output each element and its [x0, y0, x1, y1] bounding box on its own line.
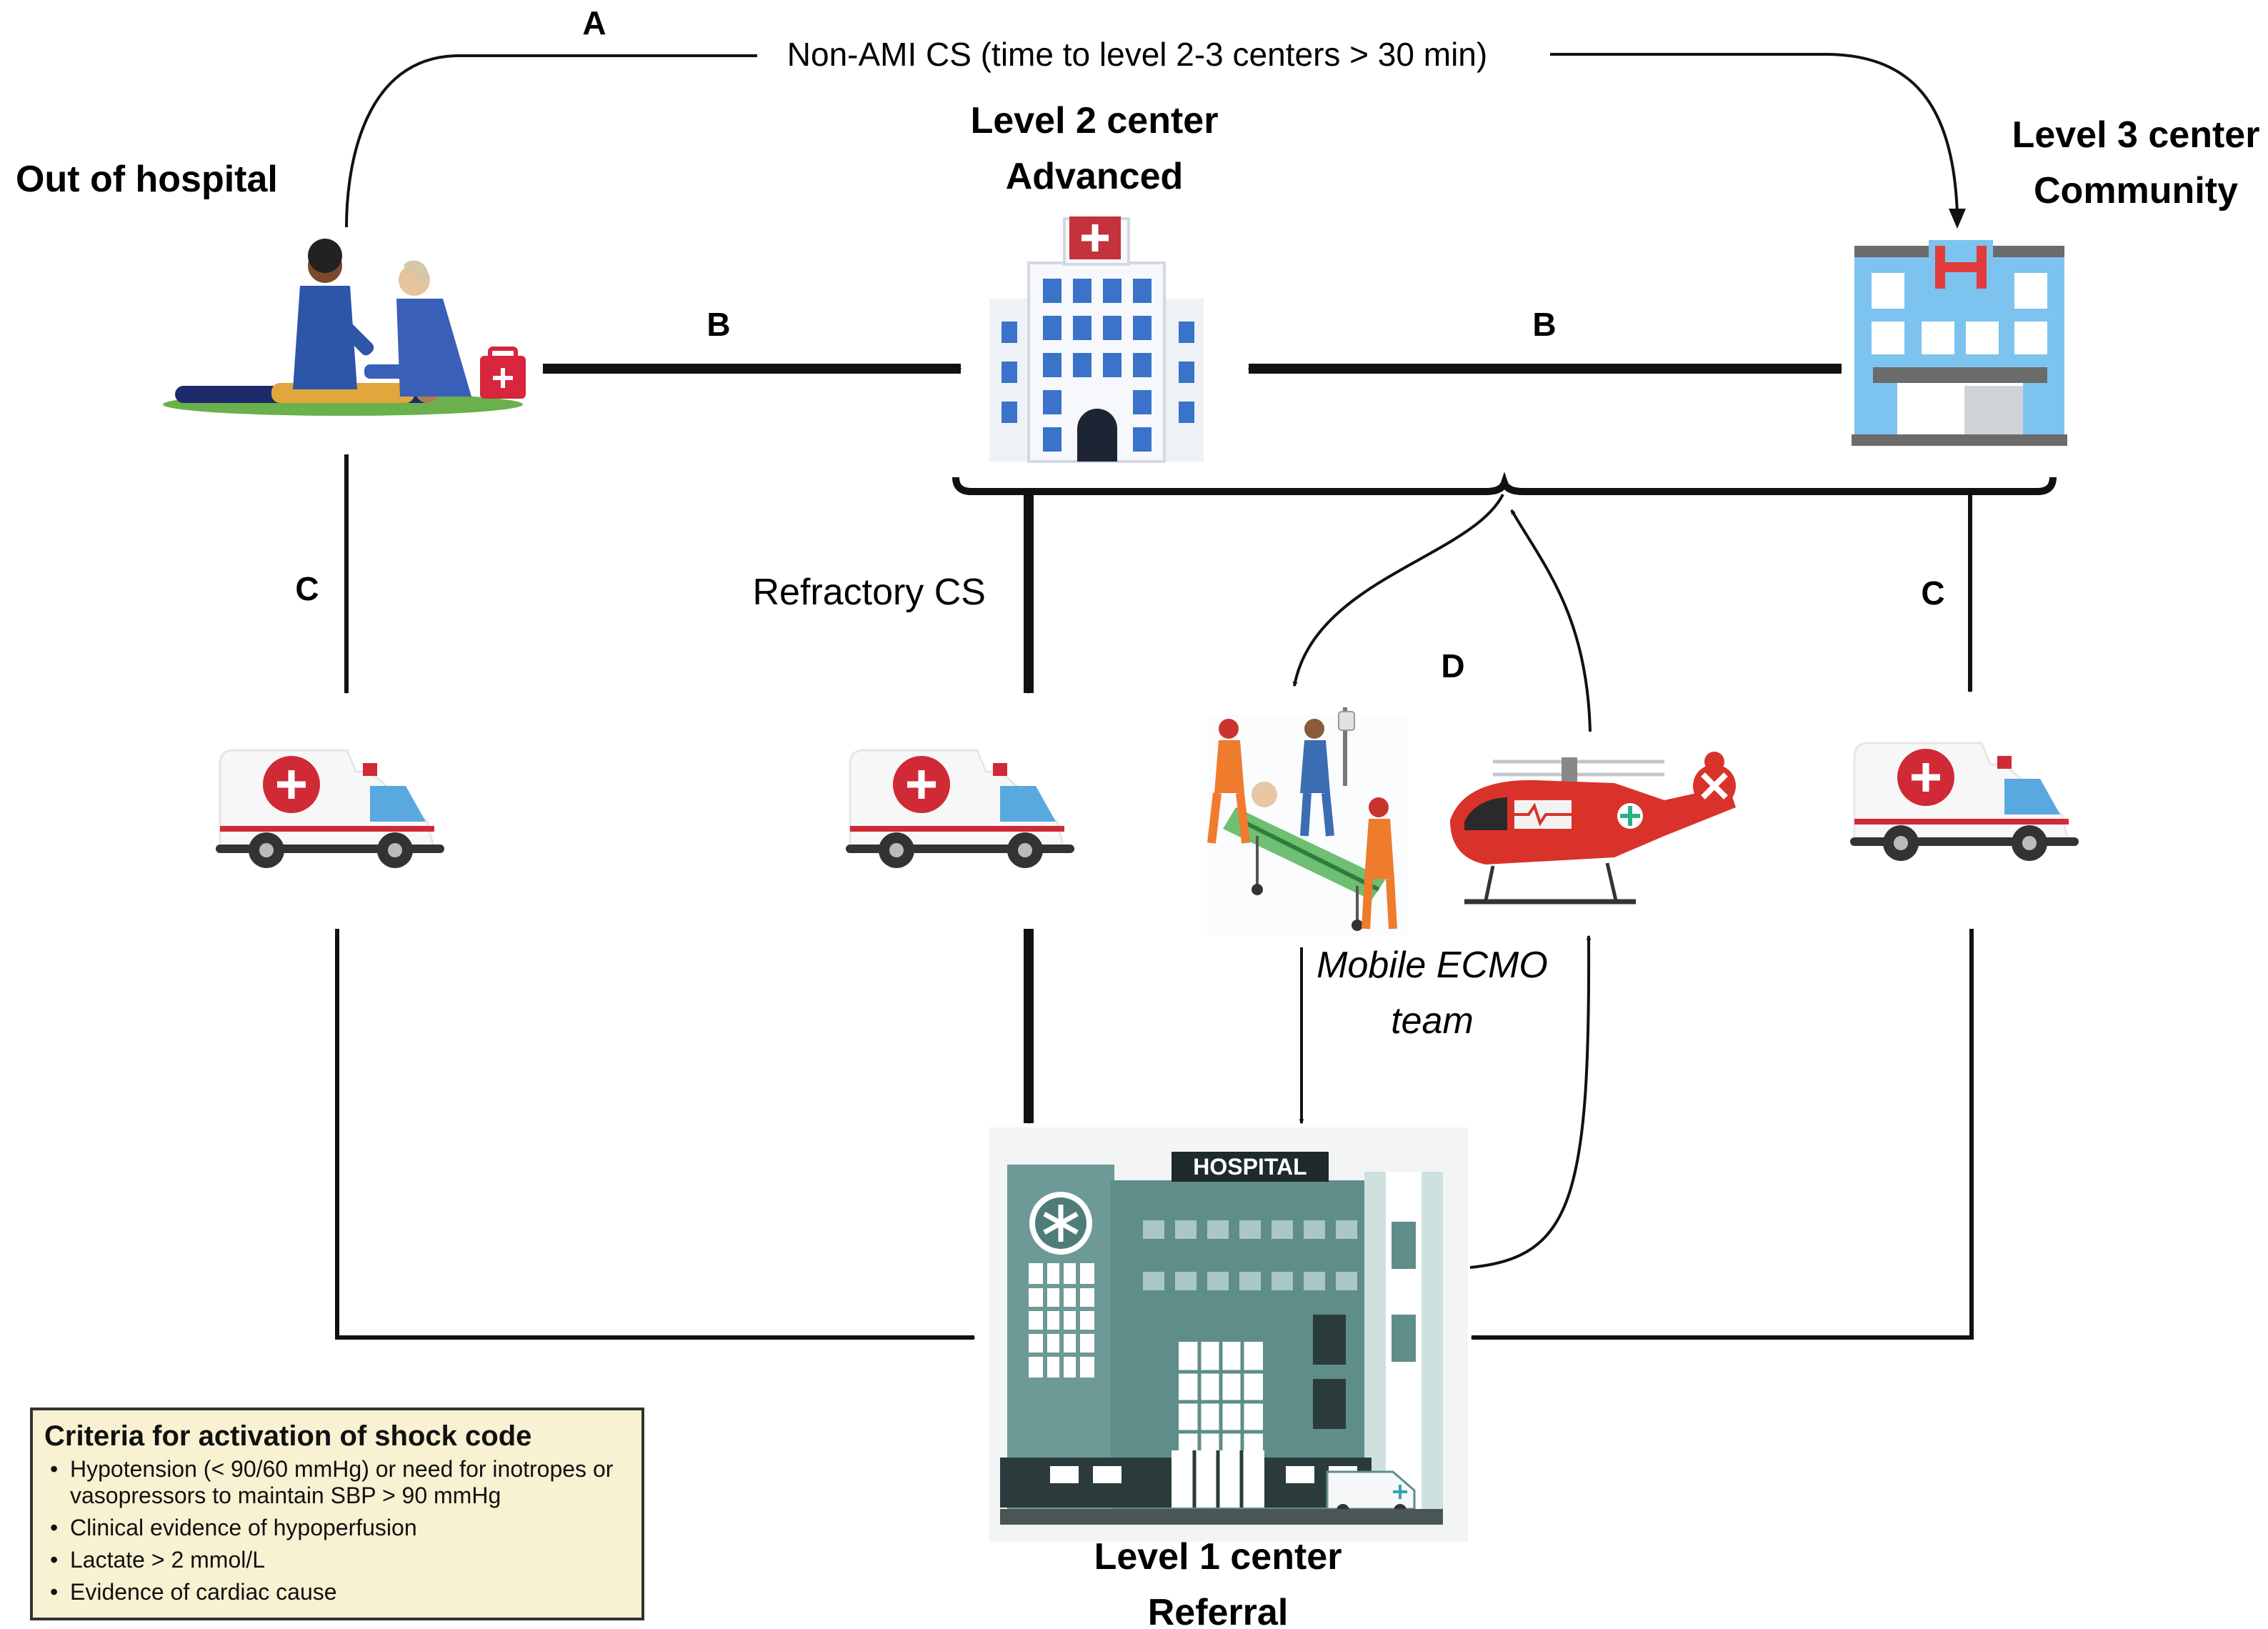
criteria-item: Clinical evidence of hypoperfusion: [44, 1515, 630, 1541]
title-level3-line2: Community: [2034, 170, 2238, 211]
ambulance-icon-right: [1850, 742, 2079, 861]
ambulance-icon-middle: [846, 749, 1074, 868]
criteria-item: Hypotension (< 90/60 mmHg) or need for i…: [44, 1456, 630, 1509]
arrow-right-to-level1: [1470, 929, 1974, 1340]
label-b-right: B: [1532, 306, 1556, 343]
arrow-a-non-ami: [345, 53, 1966, 229]
cpr-scene-icon: [163, 239, 526, 416]
label-refractory-cs: Refractory CS: [752, 572, 986, 613]
label-c-left: C: [295, 570, 319, 607]
title-level1-line1: Level 1 center: [1094, 1536, 1342, 1578]
label-non-ami-cs: Non-AMI CS (time to level 2-3 centers > …: [787, 36, 1487, 73]
helicopter-icon: [1450, 752, 1736, 905]
criteria-title: Criteria for activation of shock code: [44, 1420, 532, 1452]
title-level3-line1: Level 3 center: [2012, 114, 2260, 156]
level2-hospital-icon: [989, 216, 1204, 463]
label-d: D: [1441, 647, 1464, 684]
title-level2-line2: Advanced: [1006, 156, 1184, 197]
criteria-list: Hypotension (< 90/60 mmHg) or need for i…: [44, 1456, 630, 1605]
level1-hospital-icon: HOSPITAL: [989, 1127, 1468, 1542]
arrow-level1-to-helicopter: [1469, 935, 1592, 1269]
criteria-box: Criteria for activation of shock code Hy…: [30, 1408, 644, 1620]
level1-hospital-sign: HOSPITAL: [1193, 1154, 1307, 1180]
arrow-d-helicopter-up: [1510, 509, 1592, 732]
arrow-left-to-level1: [335, 929, 976, 1340]
criteria-item: Evidence of cardiac cause: [44, 1579, 630, 1605]
label-c-right: C: [1921, 574, 1944, 612]
title-level2-line1: Level 2 center: [971, 100, 1219, 141]
label-b-left: B: [706, 306, 730, 343]
ecmo-team-icon: [1207, 707, 1407, 936]
bracket-level2-level3: [952, 472, 2057, 495]
label-mobile-ecmo-line1: Mobile ECMO: [1317, 945, 1548, 986]
criteria-item: Lactate > 2 mmol/L: [44, 1547, 630, 1573]
level3-hospital-icon: [1852, 240, 2067, 446]
title-level1-line2: Referral: [1148, 1592, 1289, 1629]
label-a: A: [582, 4, 606, 41]
ambulance-icon-left: [216, 749, 444, 868]
label-mobile-ecmo-line2: team: [1391, 1000, 1474, 1042]
arrow-d-to-ecmo-team: [1292, 494, 1504, 687]
title-out-of-hospital: Out of hospital: [16, 159, 278, 200]
